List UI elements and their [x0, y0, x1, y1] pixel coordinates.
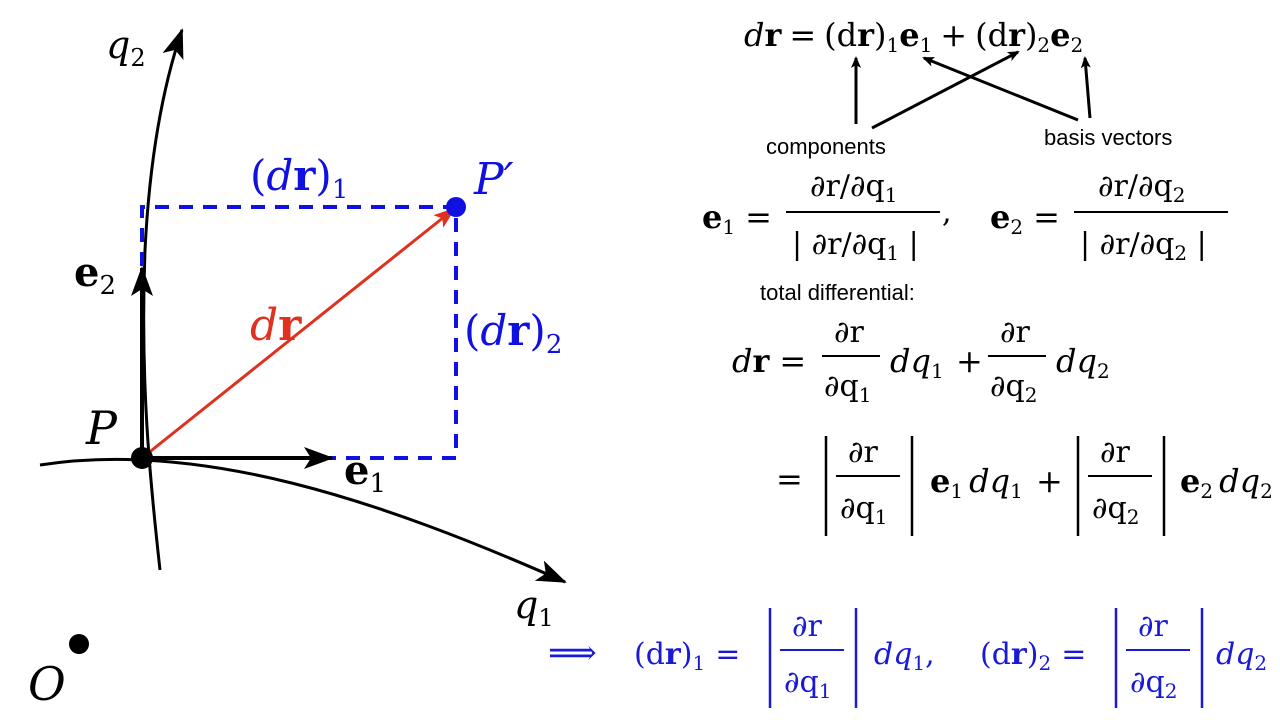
e2-label: e2 — [74, 249, 116, 301]
mag-den-1: ∂q1 — [840, 491, 887, 529]
q2-axis-label: q2 — [106, 23, 146, 72]
e1-def-lhs: e1= — [702, 198, 772, 239]
td-num-2: ∂r — [1000, 315, 1031, 350]
point-Pprime-label: P′ — [473, 154, 514, 205]
e1-def-denominator: | ∂r/∂q1 | — [792, 227, 919, 265]
td-dq-1: dq1 — [890, 342, 944, 383]
q2-coordinate-curve — [142, 28, 184, 571]
components-arrow-diag — [871, 50, 1020, 130]
mag-den-2: ∂q2 — [1092, 491, 1139, 529]
result-equation: ⟹ (dr)1= ∂r ∂q1 dq1, (dr)2= ∂r ∂q2 dq2 — [548, 608, 1267, 708]
mag-plus: + — [1036, 462, 1063, 500]
dr-vector-arrow — [141, 207, 456, 460]
td-num-1: ∂r — [834, 315, 865, 350]
td-plus: + — [956, 342, 983, 380]
result-den-1: ∂q1 — [784, 665, 831, 703]
origin-dot — [69, 634, 89, 654]
result-num-2: ∂r — [1138, 609, 1169, 644]
result-lhs-2: (dr)2= — [980, 637, 1086, 675]
mag-num-2: ∂r — [1100, 435, 1131, 470]
point-P-dot — [131, 447, 153, 469]
td-dq-2: dq2 — [1056, 342, 1110, 383]
basis-arrow-diag — [922, 56, 1079, 122]
point-Pprime-dot — [446, 197, 466, 217]
basis-arrow-up — [1080, 56, 1092, 119]
result-den-2: ∂q2 — [1130, 665, 1177, 703]
mag-num-1: ∂r — [848, 435, 879, 470]
td-lhs: dr= — [732, 342, 806, 380]
total-differential-equation: dr= ∂r ∂q1 dq1 + ∂r ∂q2 dq2 — [732, 315, 1110, 407]
unit-vector-definitions: e1= ∂r/∂q1 | ∂r/∂q1 | , e2= ∂r/∂q2 | ∂r/… — [702, 169, 1228, 265]
td-den-2: ∂q2 — [990, 369, 1037, 407]
point-P-label: P — [85, 401, 118, 455]
e1-def-comma: , — [942, 195, 952, 230]
e1-label: e1 — [344, 447, 386, 499]
e1-def-numerator: ∂r/∂q1 — [810, 169, 897, 207]
result-num-1: ∂r — [792, 609, 823, 644]
implies-arrow: ⟹ — [548, 633, 597, 673]
dr1-label: (dr)1 — [250, 151, 348, 205]
e2-def-denominator: | ∂r/∂q2 | — [1080, 227, 1207, 265]
total-differential-label: total differential: — [760, 280, 915, 305]
result-lhs-1: (dr)1= — [634, 637, 740, 675]
q1-coordinate-curve — [39, 457, 567, 584]
dr-vector-label: dr — [250, 300, 302, 351]
q1-axis-label: q1 — [514, 583, 554, 632]
mag-eq-sign: = — [776, 460, 803, 498]
top-equation: dr=(dr)1e1+(dr)2e2 — [744, 16, 1083, 57]
basis-vectors-label: basis vectors — [1044, 125, 1172, 150]
origin-label: O — [28, 657, 66, 711]
result-dq-2: dq2 — [1216, 637, 1267, 675]
e2-def-numerator: ∂r/∂q2 — [1098, 169, 1185, 207]
components-label: components — [766, 134, 886, 159]
td-den-1: ∂q1 — [824, 369, 871, 407]
e2-def-lhs: e2= — [990, 198, 1060, 239]
dr2-label: (dr)2 — [464, 306, 562, 360]
result-dq-1: dq1, — [874, 637, 935, 675]
